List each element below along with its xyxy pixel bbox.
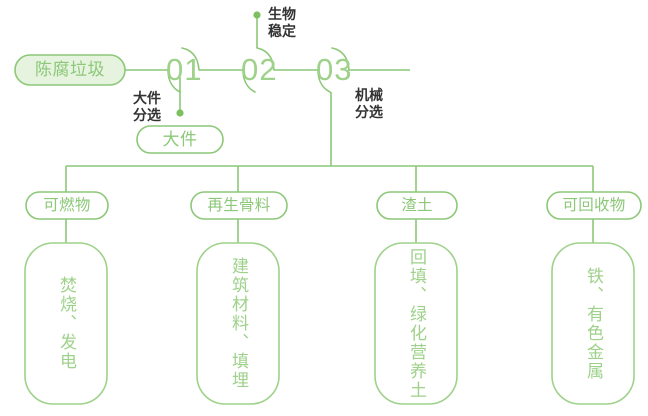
branch-pill-label-2: 再生骨料 (207, 197, 271, 214)
branch-pill-label-3: 渣土 (401, 197, 433, 214)
arc-02-bottom (242, 69, 256, 93)
arc-01-bottom (167, 69, 181, 93)
dot-daji (176, 109, 184, 117)
branch-pill-shape-2 (190, 191, 288, 220)
result-box-text-4: 铁、有色金属 (552, 243, 634, 404)
stage-number-02: 02 (241, 52, 278, 87)
branch-pill-label-4: 可回收物 (562, 197, 626, 214)
daji-pill-shape (136, 125, 224, 154)
result-text-4: 铁、有色金属 (584, 266, 604, 381)
result-box-text-1: 焚烧、发电 (25, 243, 107, 404)
dot-shengwu (253, 11, 261, 19)
branch-pill-shape-3 (376, 191, 458, 220)
stage-number-03: 03 (316, 52, 353, 87)
result-text-2: 建筑材料、填埋 (229, 257, 249, 390)
arc-02-top (256, 47, 275, 71)
result-box-shape-3 (374, 242, 458, 405)
stage-output-label-daji: 大件 (162, 130, 198, 149)
result-box-shape-1 (24, 242, 108, 405)
result-text-3: 回填、绿化营养土 (407, 247, 427, 400)
arc-01-top (181, 47, 200, 71)
arc-03-top (331, 47, 350, 71)
branch-pill-shape-4 (546, 191, 642, 220)
branch-pill-shape-1 (25, 191, 109, 220)
result-box-text-3: 回填、绿化营养土 (375, 243, 457, 404)
stage-number-01: 01 (166, 52, 203, 87)
result-text-1: 焚烧、发电 (57, 276, 77, 371)
stage-label-shengwu-wending: 生物 稳定 (268, 6, 296, 39)
stage-label-daji-fenxuan: 大件 分选 (133, 90, 161, 123)
source-pill-label: 陈腐垃圾 (35, 60, 105, 79)
result-box-shape-2 (196, 242, 280, 405)
branch-pill-label-1: 可燃物 (43, 197, 91, 214)
result-box-text-2: 建筑材料、填埋 (197, 243, 279, 404)
result-box-shape-4 (551, 242, 635, 405)
arc-03-bottom (317, 69, 331, 93)
stage-label-jixie-fenxuan: 机械 分选 (355, 87, 383, 120)
